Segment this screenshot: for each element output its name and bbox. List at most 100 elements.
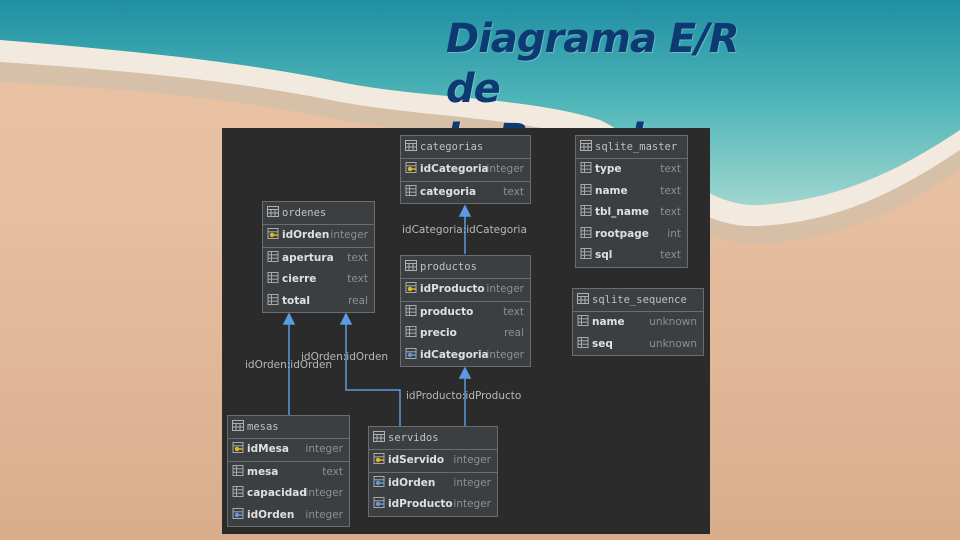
column-type: integer xyxy=(486,348,524,361)
column-name: idCategoria xyxy=(420,348,489,361)
table-header[interactable]: mesas xyxy=(228,416,349,439)
column-icon xyxy=(232,486,247,499)
column-row[interactable]: cierre text xyxy=(263,269,374,291)
column-row[interactable]: apertura text xyxy=(263,248,374,270)
column-type: text xyxy=(660,249,681,261)
serv-prod-arrow xyxy=(458,366,472,379)
table-name: sqlite_sequence xyxy=(592,294,687,306)
table-header[interactable]: sqlite_sequence xyxy=(573,289,703,312)
column-name: capacidad xyxy=(247,487,307,499)
column-name: sql xyxy=(595,249,613,261)
column-row[interactable]: rootpage int xyxy=(576,224,687,246)
column-icon xyxy=(580,183,595,197)
table-header[interactable]: servidos xyxy=(369,427,497,450)
table-header[interactable]: ordenes xyxy=(263,202,374,225)
column-name: name xyxy=(592,316,625,328)
column-row[interactable]: tbl_name text xyxy=(576,202,687,224)
column-name: idMesa xyxy=(247,443,290,455)
column-name: cierre xyxy=(282,273,317,285)
column-icon xyxy=(580,162,595,175)
column-row[interactable]: idMesa integer xyxy=(228,439,349,462)
relation-label-servido-producto: idProducto:idProducto xyxy=(406,390,522,402)
foreign-key-icon xyxy=(373,497,388,510)
column-name: idOrden xyxy=(388,476,436,489)
primary-key-icon xyxy=(267,228,282,241)
column-type: integer xyxy=(305,443,343,455)
table-header[interactable]: sqlite_master xyxy=(576,136,687,159)
column-name: seq xyxy=(592,337,613,350)
column-icon xyxy=(580,226,595,240)
column-type: text xyxy=(503,185,524,198)
column-type: real xyxy=(348,294,368,307)
table-icon xyxy=(373,431,388,444)
column-name: rootpage xyxy=(595,227,649,240)
relation-label-servido-orden: idOrden:idOrden xyxy=(301,351,389,363)
table-icon xyxy=(580,140,595,153)
column-row[interactable]: sql text xyxy=(576,245,687,267)
table-icon xyxy=(405,260,420,273)
serv-orden-arrow xyxy=(339,312,353,325)
table-header[interactable]: categorias xyxy=(401,136,530,159)
column-type: text xyxy=(347,251,368,264)
column-type: integer xyxy=(330,229,368,241)
mesa-orden-arrow xyxy=(282,312,296,325)
column-type: text xyxy=(322,465,343,478)
primary-key-icon xyxy=(405,162,420,175)
foreign-key-icon xyxy=(232,507,247,521)
column-icon xyxy=(580,205,595,218)
relationship-lines xyxy=(282,204,472,426)
column-name: type xyxy=(595,163,622,175)
column-icon xyxy=(232,464,247,478)
column-type: integer xyxy=(305,487,343,499)
column-icon xyxy=(267,250,282,264)
primary-key-icon xyxy=(405,282,420,295)
column-row[interactable]: type text xyxy=(576,159,687,181)
column-type: text xyxy=(660,163,681,175)
column-type: integer xyxy=(453,498,491,510)
column-icon xyxy=(405,304,420,318)
column-type: text xyxy=(347,273,368,285)
column-type: int xyxy=(667,227,681,240)
column-name: tbl_name xyxy=(595,206,650,218)
relation-label-categoria: idCategoria:idCategoria xyxy=(402,224,527,236)
table-name: mesas xyxy=(247,421,279,433)
column-type: text xyxy=(660,206,681,218)
column-type: integer xyxy=(453,454,491,466)
column-type: integer xyxy=(305,508,343,521)
column-name: producto xyxy=(420,305,474,318)
column-icon xyxy=(405,326,420,339)
primary-key-icon xyxy=(373,453,388,466)
table-icon xyxy=(232,420,247,433)
cat-prod-arrow xyxy=(458,204,472,217)
table-name: sqlite_master xyxy=(595,141,678,153)
column-name: idOrden xyxy=(282,229,330,241)
table-name: ordenes xyxy=(282,207,327,219)
table-header[interactable]: productos xyxy=(401,256,530,279)
column-name: apertura xyxy=(282,251,334,264)
